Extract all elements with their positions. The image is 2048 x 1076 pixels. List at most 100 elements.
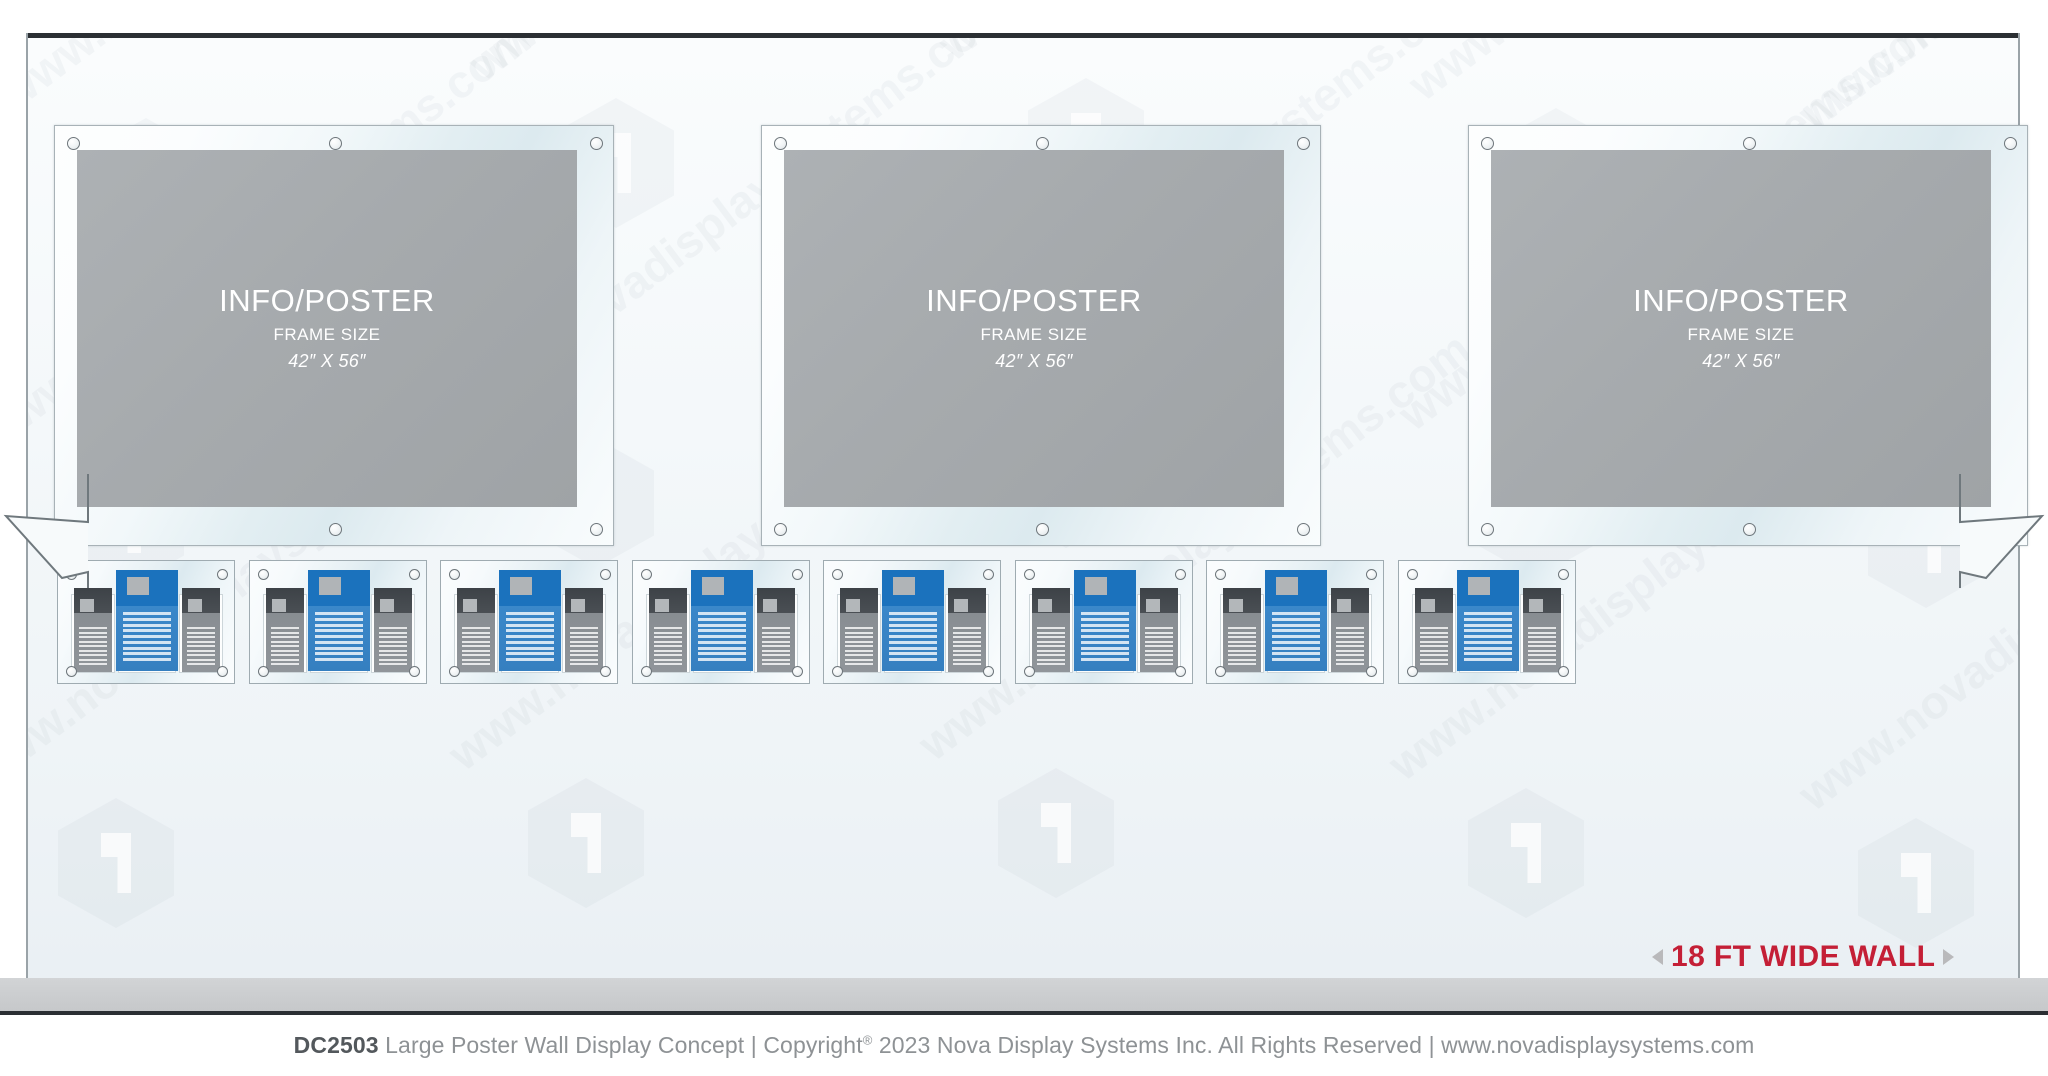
panel-screw	[1024, 569, 1035, 580]
brochure-gray	[182, 588, 220, 672]
wall-width-callout: 18 FT WIDE WALL	[1652, 940, 1955, 974]
brochure-gray-textlines	[1228, 627, 1256, 665]
document-code: DC2503	[293, 1032, 379, 1058]
brochure-blue	[116, 570, 178, 671]
brochure-gray	[1415, 588, 1453, 672]
panel-screw	[217, 569, 228, 580]
panel-screw	[217, 666, 228, 677]
frame-screw	[1742, 137, 1756, 150]
brochure-gray	[1331, 588, 1369, 672]
frame-screw	[328, 137, 342, 150]
brochure-gray-textlines	[1145, 627, 1173, 665]
panel-screw	[983, 569, 994, 580]
watermark-logo-icon	[58, 798, 174, 928]
brochure-holder-panel[interactable]	[632, 560, 810, 684]
brochure-blue-image	[127, 577, 149, 595]
brochure-holder-panel[interactable]	[57, 560, 235, 684]
footer-caption: DC2503 Large Poster Wall Display Concept…	[0, 1032, 2048, 1059]
brochure-gray	[1223, 588, 1261, 672]
brochure-blue-textlines	[123, 612, 171, 661]
brochure-blue	[1074, 570, 1136, 671]
panel-screw	[1175, 666, 1186, 677]
copyright-mark: ®	[862, 1032, 873, 1048]
brochure-blue-image	[510, 577, 532, 595]
brochure-blue	[1457, 570, 1519, 671]
panel-screw	[66, 666, 77, 677]
frame-screw	[328, 523, 342, 536]
brochure-blue-image	[319, 577, 341, 595]
brochure-holder-panel[interactable]	[1398, 560, 1576, 684]
brochure-gray-textlines	[762, 627, 790, 665]
brochure-gray-textlines	[271, 627, 299, 665]
brochure-gray	[74, 588, 112, 672]
panel-screw	[258, 666, 269, 677]
brochure-gray-image	[80, 599, 94, 612]
brochure-blue-textlines	[1272, 612, 1320, 661]
brochure-gray	[1032, 588, 1070, 672]
brochure-holder-panel[interactable]	[1206, 560, 1384, 684]
panel-screw	[600, 666, 611, 677]
brochure-gray-image	[1146, 599, 1160, 612]
brochure-gray-textlines	[845, 627, 873, 665]
brochure-gray-image	[954, 599, 968, 612]
panel-screw	[1558, 666, 1569, 677]
panel-screw	[1215, 569, 1226, 580]
footer-separator-1: |	[750, 1032, 757, 1058]
wall-width-label: 18 FT WIDE WALL	[1671, 940, 1936, 973]
brochure-blue-image	[1085, 577, 1107, 595]
watermark-logo-icon	[1468, 788, 1584, 918]
wall-break-right-icon	[1959, 474, 2045, 588]
watermark-text: www.novadisplaysystems.com	[1398, 38, 1970, 111]
brochure-gray-textlines	[654, 627, 682, 665]
brochure-blue-textlines	[698, 612, 746, 661]
brochure-holder-panel[interactable]	[440, 560, 618, 684]
brochure-gray	[565, 588, 603, 672]
brochure-gray-textlines	[79, 627, 107, 665]
brochure-gray-image	[1529, 599, 1543, 612]
watermark-logo-icon	[998, 768, 1114, 898]
brochure-gray-textlines	[570, 627, 598, 665]
copyright-text: 2023 Nova Display Systems Inc. All Right…	[878, 1032, 1423, 1058]
brochure-blue	[499, 570, 561, 671]
watermark-text: www.novadisplaysystems.com	[458, 38, 1030, 91]
brochure-gray-image	[1421, 599, 1435, 612]
brochure-gray-image	[1229, 599, 1243, 612]
brochure-blue-textlines	[1081, 612, 1129, 661]
panel-screw	[792, 666, 803, 677]
panel-screw	[409, 569, 420, 580]
watermark-logo-icon	[528, 778, 644, 908]
panel-screw	[600, 569, 611, 580]
panel-screw	[1366, 569, 1377, 580]
company-website: www.novadisplaysystems.com	[1441, 1032, 1755, 1058]
brochure-holder-panel[interactable]	[249, 560, 427, 684]
floor-strip	[0, 978, 2048, 1012]
brochure-gray-textlines	[953, 627, 981, 665]
brochure-holder-panel[interactable]	[1015, 560, 1193, 684]
brochure-blue-textlines	[315, 612, 363, 661]
brochure-blue-textlines	[889, 612, 937, 661]
brochure-blue	[882, 570, 944, 671]
panel-screw	[832, 569, 843, 580]
brochure-blue-image	[1276, 577, 1298, 595]
brochure-gray-textlines	[379, 627, 407, 665]
watermark-text: www.novadisplaysystems.com	[28, 38, 560, 121]
brochure-holder-panel[interactable]	[823, 560, 1001, 684]
brochure-gray-image	[188, 599, 202, 612]
brochure-gray-image	[1038, 599, 1052, 612]
left-arrow-icon	[1652, 949, 1663, 965]
brochure-blue	[1265, 570, 1327, 671]
poster-frame-size-value: 42″ X 56″	[995, 351, 1073, 371]
frame-screw	[774, 137, 787, 150]
brochure-gray-image	[1337, 599, 1351, 612]
brochure-gray	[374, 588, 412, 672]
right-arrow-icon	[1943, 949, 1955, 965]
brochure-blue	[691, 570, 753, 671]
panel-screw	[641, 666, 652, 677]
panel-screw	[258, 569, 269, 580]
wall-left-edge	[26, 33, 28, 978]
